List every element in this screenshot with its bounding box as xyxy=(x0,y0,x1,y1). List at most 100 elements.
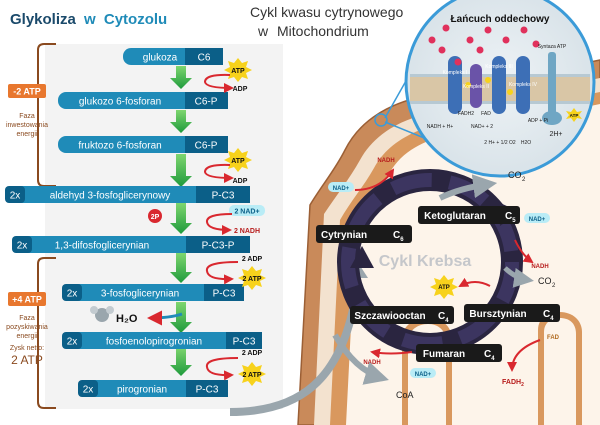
krebs-fad: FAD FADH2 xyxy=(502,335,560,388)
step-prefix: 2x xyxy=(10,191,21,202)
payoff-badge xyxy=(8,292,46,306)
svg-text:C4: C4 xyxy=(484,349,495,362)
step-name: pirogronian xyxy=(117,385,167,396)
etc-oxygen: 2 H+ + 1/2 O2 xyxy=(484,140,516,146)
krebs-co2-right: CO 2 xyxy=(503,266,556,289)
two-adp-label-2: 2 ADP xyxy=(242,350,263,357)
step-formula: P-C3 xyxy=(212,191,235,202)
intermediate-szczawiooctan: Szczawiooctan C4 xyxy=(350,306,454,324)
step-formula: C6-P xyxy=(195,97,218,108)
payoff-bracket: +4 ATP Faza pozyskiwania energii Zysk ne… xyxy=(6,257,56,409)
glycolysis-step-8: 2x pirogronian P-C3 xyxy=(78,380,228,397)
step-name: 1,3-difosfoglicerynian xyxy=(55,241,150,252)
adp-output-2: ADP xyxy=(233,178,248,185)
step-prefix: 2x xyxy=(83,385,94,396)
svg-text:C6: C6 xyxy=(393,230,404,243)
step-prefix: 2x xyxy=(67,289,78,300)
krebs-nadh-top: NAD+ NADH xyxy=(328,158,395,192)
water-label: H₂O xyxy=(116,313,138,325)
atp-output-1: 2 ADP 2 ATP xyxy=(205,256,266,290)
svg-text:2 ATP: 2 ATP xyxy=(242,276,261,283)
atp-synthase-shape xyxy=(548,52,556,116)
etc-title: Łańcuch oddechowy xyxy=(451,14,550,25)
svg-text:ATP: ATP xyxy=(570,113,579,118)
svg-text:NAD+: NAD+ xyxy=(415,372,432,378)
adp-output-1: ADP xyxy=(233,86,248,93)
krebs-coa: CoA xyxy=(332,333,414,400)
step-formula: C6-P xyxy=(195,141,218,152)
svg-text:ATP: ATP xyxy=(438,285,450,291)
sub: C5 xyxy=(505,211,516,224)
glycolysis-header: Glykoliza w Cytozolu xyxy=(10,11,167,28)
two-adp-label-1: 2 ADP xyxy=(242,256,263,263)
etc-zoom: Łańcuch oddechowy Kompleks I Kompleks II… xyxy=(374,0,596,178)
svg-text:-2 ATP: -2 ATP xyxy=(13,87,41,97)
payoff-label-3: energii xyxy=(16,333,37,340)
step-formula: P-C3 xyxy=(233,337,256,348)
svg-text:NADH: NADH xyxy=(377,158,394,164)
step-formula: C6 xyxy=(198,53,211,64)
svg-text:Bursztynian: Bursztynian xyxy=(469,309,526,320)
intermediate-fumaran: Fumaran C4 xyxy=(416,344,502,362)
two-p-label: 2P xyxy=(151,214,160,221)
atp-output-2: 2 ADP 2 ATP xyxy=(205,350,266,386)
payoff-label-2: pozyskiwania xyxy=(6,324,48,331)
glycolysis-step-4: 2x aldehyd 3-fosfoglicerynowy P-C3 xyxy=(5,186,250,203)
complex-1-label: Kompleks I xyxy=(443,70,468,76)
step-prefix: 2x xyxy=(67,337,78,348)
atp-input-1: ATP ADP xyxy=(203,58,252,93)
etc-fadh2: FADH2 xyxy=(458,111,474,117)
step-name: aldehyd 3-fosfoglicerynowy xyxy=(50,191,171,202)
fadh2-label: FADH2 xyxy=(502,379,524,388)
krebs-center-label: Cykl Krebsa xyxy=(379,253,472,270)
water-release: H₂O xyxy=(90,306,183,326)
svg-text:2 ATP: 2 ATP xyxy=(242,372,261,379)
step-name: fruktozo 6-fosforan xyxy=(78,141,161,152)
glycolysis-panel: -2 ATP Faza inwestowania energii +4 ATP … xyxy=(5,43,283,409)
svg-text:NADH: NADH xyxy=(363,360,380,366)
etc-water: H2O xyxy=(521,140,531,146)
investment-label-3: energii xyxy=(16,131,37,138)
etc-fad: FAD xyxy=(481,111,491,117)
svg-text:NAD+: NAD+ xyxy=(333,186,350,192)
svg-text:CoA: CoA xyxy=(396,390,414,400)
svg-text:ATP: ATP xyxy=(231,68,245,75)
step-name: fosfoenolopirogronian xyxy=(106,337,202,348)
svg-text:+4 ATP: +4 ATP xyxy=(12,295,42,305)
investment-bracket: -2 ATP Faza inwestowania energii xyxy=(6,43,56,187)
two-nadh-label: 2 NADH xyxy=(234,228,260,235)
complex-2-shape xyxy=(470,64,482,108)
payoff-label-1: Faza xyxy=(19,315,35,322)
svg-text:ATP: ATP xyxy=(231,158,245,165)
krebs-co2-top: CO 2 xyxy=(438,170,526,201)
complex-4-label: Kompleks IV xyxy=(509,82,538,88)
step-formula: P-C3 xyxy=(213,289,236,300)
step-name: glukoza xyxy=(143,53,178,64)
complex-1-shape xyxy=(448,56,462,114)
svg-text:CO: CO xyxy=(508,170,522,180)
svg-text:2: 2 xyxy=(522,177,526,183)
svg-text:Fumaran: Fumaran xyxy=(423,349,465,360)
glycolysis-step-1: glukoza C6 xyxy=(123,48,223,65)
two-nad-label: 2 NAD+ xyxy=(234,209,259,216)
svg-text:Ketoglutaran: Ketoglutaran xyxy=(424,211,486,222)
svg-text:C4: C4 xyxy=(438,311,449,324)
glycolysis-step-3: fruktozo 6-fosforan C6-P xyxy=(58,136,228,153)
svg-text:Szczawiooctan: Szczawiooctan xyxy=(354,311,425,322)
etc-adp-pi: ADP + Pi xyxy=(528,118,548,124)
step-prefix: 2x xyxy=(17,241,28,252)
glycolysis-arrows xyxy=(170,66,192,376)
glycolysis-step-2: glukozo 6-fosforan C6-P xyxy=(58,92,228,109)
krebs-nadh-right: NAD+ NADH xyxy=(514,213,550,270)
etc-atp-burst: ATP xyxy=(566,108,582,122)
svg-text:CO: CO xyxy=(538,276,552,286)
krebs-header-line2: w Mitochondrium xyxy=(257,23,369,39)
atp-input-2: ATP ADP xyxy=(203,148,252,185)
svg-text:2: 2 xyxy=(552,283,556,289)
investment-label-1: Faza xyxy=(19,113,35,120)
intermediate-cytrynian: Cytrynian C6 xyxy=(316,225,412,243)
proton-dots xyxy=(428,24,540,66)
krebs-cycle: Cykl Krebsa Ketoglutaran C5 Cytrynian C6… xyxy=(316,158,560,400)
